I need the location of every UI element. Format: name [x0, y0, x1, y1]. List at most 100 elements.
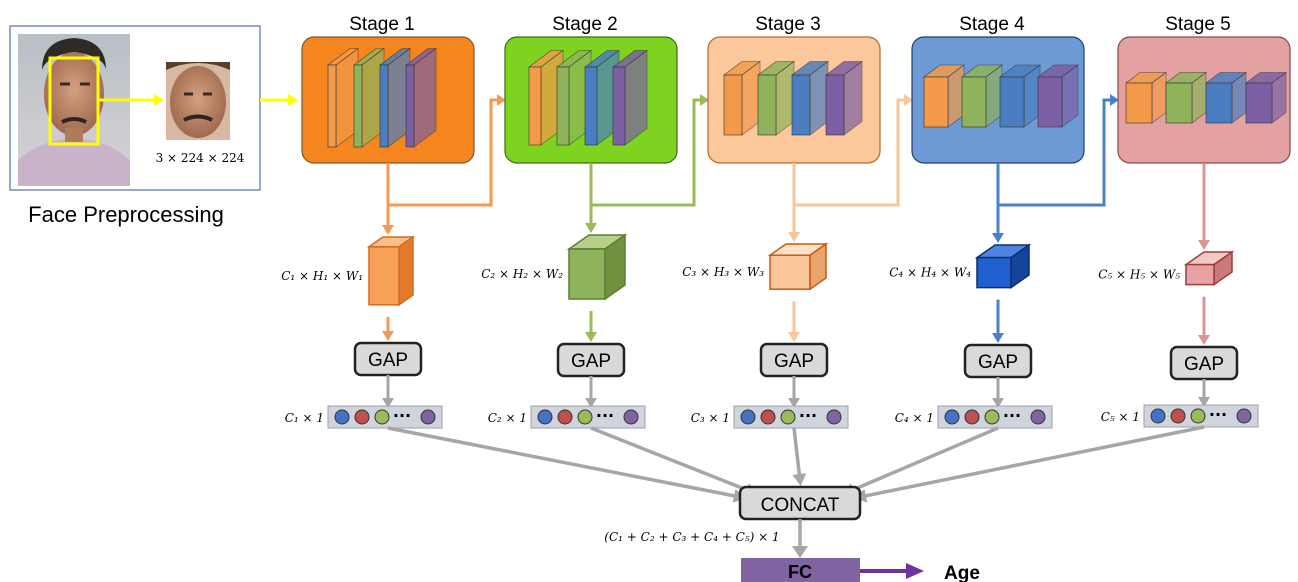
feature-vector: ··· [327, 405, 443, 429]
stage-connector [998, 98, 1112, 207]
vector-element [760, 409, 776, 425]
vector-element [984, 409, 1000, 425]
fc-block: FC [741, 558, 860, 582]
vector-element [826, 409, 842, 425]
stage-title: Stage 3 [755, 14, 821, 35]
feature-map-cube [566, 233, 628, 301]
vector-element [1190, 408, 1206, 424]
conv-layer [757, 60, 795, 136]
gap-block: GAP [1169, 345, 1239, 381]
vector-element [334, 409, 350, 425]
conv-layer [405, 47, 437, 148]
concat-arrow [859, 425, 1205, 499]
stage-5: Stage 5 C₅ × H₅ × W₅ GAP ··· C₅ × 1 [1098, 14, 1291, 428]
stage-title: Stage 2 [552, 14, 618, 35]
stage-4: Stage 4 C₄ × H₄ × W₄ GAP ··· C₄ × 1 [889, 14, 1085, 429]
vector-element [780, 409, 796, 425]
vector-element [1030, 409, 1046, 425]
gap-block: GAP [556, 342, 626, 378]
stage-connector [794, 98, 906, 207]
concat-block: CONCAT [738, 485, 862, 521]
vector-element [537, 409, 553, 425]
cropped-face-photo [166, 62, 230, 140]
stage-3: Stage 3 C₃ × H₃ × W₃ GAP ··· C₃ × 1 [682, 14, 881, 429]
stage-title: Stage 4 [959, 14, 1025, 35]
vector-ellipsis: ··· [1003, 406, 1021, 425]
conv-layer [1165, 71, 1207, 124]
feature-vector: ··· [733, 405, 849, 429]
conv-layer [791, 60, 829, 136]
vector-ellipsis: ··· [393, 406, 411, 425]
stages-group: Stage 1 C₁ × H₁ × W₁ GAP ··· C₁ × 1 Stage 2 C₂… [281, 14, 1291, 429]
vector-element [374, 409, 390, 425]
stage-connector [591, 98, 702, 207]
feature-map-cube [366, 235, 416, 307]
face-preprocessing-panel: 3 × 224 × 224 Face Preprocessing [9, 25, 298, 227]
vector-element [623, 409, 639, 425]
vector-element [420, 409, 436, 425]
feature-map-label: C₃ × H₃ × W₃ [682, 265, 764, 279]
stage-connectors [388, 94, 1119, 207]
vector-element [1170, 408, 1186, 424]
vector-element [557, 409, 573, 425]
feature-map-label: C₄ × H₄ × W₄ [889, 266, 971, 280]
vector-element [944, 409, 960, 425]
vector-label: C₅ × 1 [1101, 410, 1140, 424]
vector-ellipsis: ··· [1209, 405, 1227, 424]
vector-label: C₂ × 1 [488, 411, 527, 425]
vector-element [964, 409, 980, 425]
vector-ellipsis: ··· [596, 406, 614, 425]
conv-layer [961, 64, 1003, 128]
feature-map-label: C₂ × H₂ × W₂ [481, 267, 563, 281]
output-label: Age [944, 563, 980, 582]
gap-label: GAP [774, 351, 814, 372]
concat-arrow [792, 427, 802, 481]
vector-ellipsis: ··· [799, 406, 817, 425]
conv-layer [1125, 71, 1167, 124]
gap-label: GAP [1184, 354, 1224, 375]
feature-vector: ··· [530, 405, 646, 429]
gap-block: GAP [963, 343, 1033, 379]
vector-label: C₄ × 1 [895, 411, 934, 425]
conv-layer [327, 47, 359, 148]
gap-label: GAP [571, 351, 611, 372]
input-size-label: 3 × 224 × 224 [156, 151, 245, 165]
concat-size-label: (C₁ + C₂ + C₃ + C₄ + C₅) × 1 [604, 530, 779, 544]
conv-layer [723, 60, 761, 136]
stage-title: Stage 1 [349, 14, 415, 35]
concat-arrow [387, 426, 741, 499]
conv-layer [612, 49, 648, 146]
vector-label: C₃ × 1 [691, 411, 730, 425]
feature-vector: ··· [937, 405, 1053, 429]
feature-map-label: C₁ × H₁ × W₁ [281, 269, 363, 283]
gap-label: GAP [978, 352, 1018, 373]
conv-layer [379, 47, 411, 148]
conv-layer [1205, 71, 1247, 124]
vector-label: C₁ × 1 [285, 411, 324, 425]
conv-layer [999, 64, 1041, 128]
gap-block: GAP [759, 342, 829, 378]
conv-layer [923, 64, 965, 128]
conv-layer [825, 60, 863, 136]
feature-map-cube [767, 242, 829, 291]
concat-arrow [847, 426, 999, 494]
fc-label: FC [788, 562, 812, 582]
gap-label: GAP [368, 350, 408, 371]
stage-2: Stage 2 C₂ × H₂ × W₂ GAP ··· C₂ × 1 [481, 14, 678, 429]
feature-map-cube [1183, 250, 1235, 287]
vector-element [1236, 408, 1252, 424]
feature-map-cube [974, 243, 1032, 290]
concat-label: CONCAT [761, 495, 840, 516]
preprocessing-label: Face Preprocessing [28, 202, 224, 227]
vector-element [354, 409, 370, 425]
stage-title: Stage 5 [1165, 14, 1231, 35]
conv-layer [1037, 64, 1079, 128]
vector-element [1150, 408, 1166, 424]
gap-block: GAP [353, 341, 423, 377]
conv-layer [353, 47, 385, 148]
vector-element [577, 409, 593, 425]
vector-element [740, 409, 756, 425]
stage-1: Stage 1 C₁ × H₁ × W₁ GAP ··· C₁ × 1 [281, 14, 475, 429]
feature-map-label: C₅ × H₅ × W₅ [1098, 268, 1180, 282]
